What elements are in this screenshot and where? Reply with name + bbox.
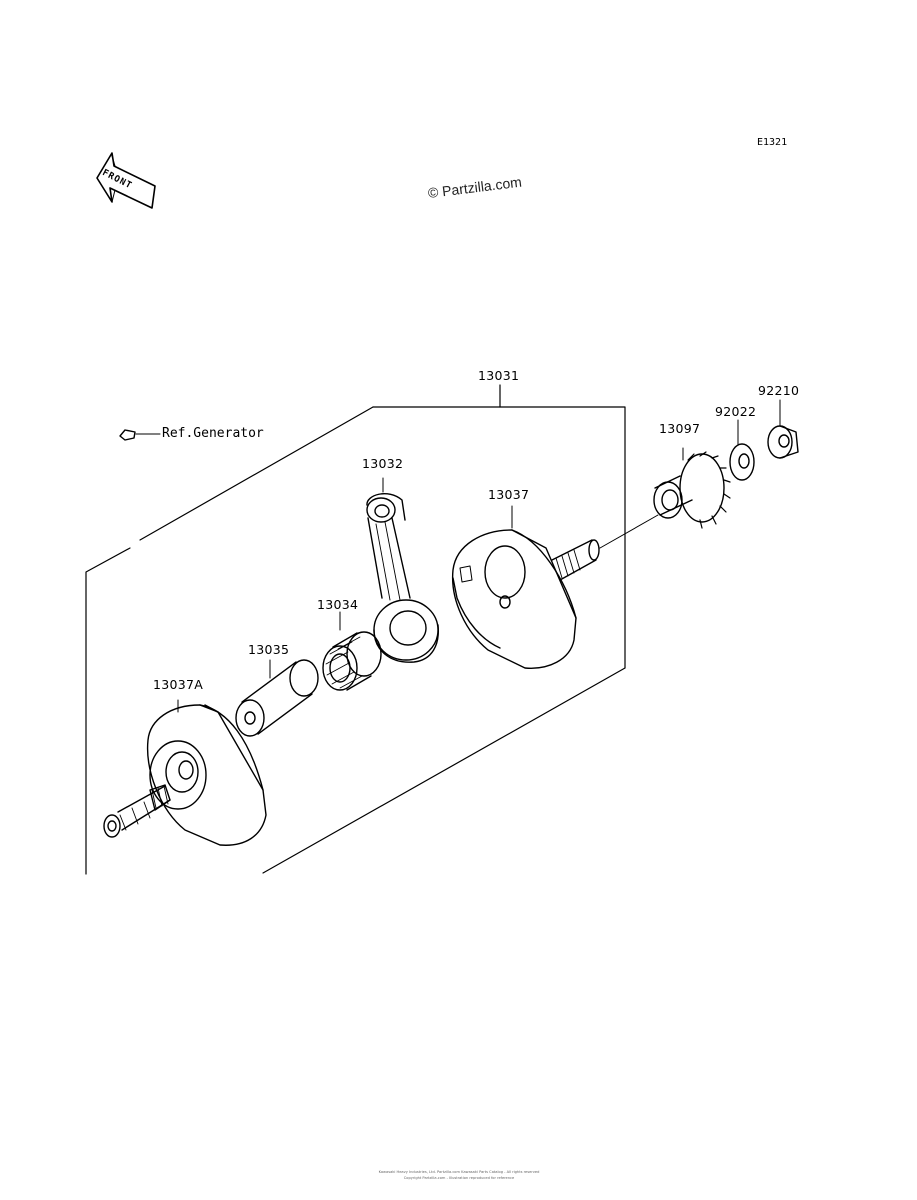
connecting-rod bbox=[366, 477, 439, 663]
part-label-13032: 13032 bbox=[362, 456, 404, 471]
crank-pin bbox=[235, 659, 319, 737]
part-label-13037: 13037 bbox=[488, 487, 530, 502]
needle-bearing bbox=[322, 611, 382, 691]
part-label-92210: 92210 bbox=[758, 383, 800, 398]
front-arrow-icon bbox=[96, 152, 156, 209]
footer-line-2: Copyright Partzilla.com - Illustration r… bbox=[403, 1176, 515, 1180]
part-label-92022: 92022 bbox=[715, 404, 757, 419]
footer-line-1: Kawasaki Heavy Industries, Ltd. Partzill… bbox=[378, 1170, 540, 1174]
woodruff-key-icon bbox=[119, 429, 161, 441]
assembly-frame bbox=[85, 384, 626, 875]
part-label-13035: 13035 bbox=[248, 642, 290, 657]
part-label-13037a: 13037A bbox=[153, 677, 204, 692]
part-label-13031: 13031 bbox=[478, 368, 520, 383]
part-label-13034: 13034 bbox=[317, 597, 359, 612]
part-label-13097: 13097 bbox=[659, 421, 701, 436]
crank-gear bbox=[653, 447, 731, 529]
crank-half-left bbox=[103, 699, 267, 846]
diagram-code: E1321 bbox=[757, 137, 788, 148]
nut bbox=[767, 399, 799, 459]
crank-half-right bbox=[451, 505, 600, 669]
washer bbox=[729, 419, 755, 481]
axis-line bbox=[599, 514, 659, 549]
ref-generator-label: Ref.Generator bbox=[162, 426, 264, 441]
